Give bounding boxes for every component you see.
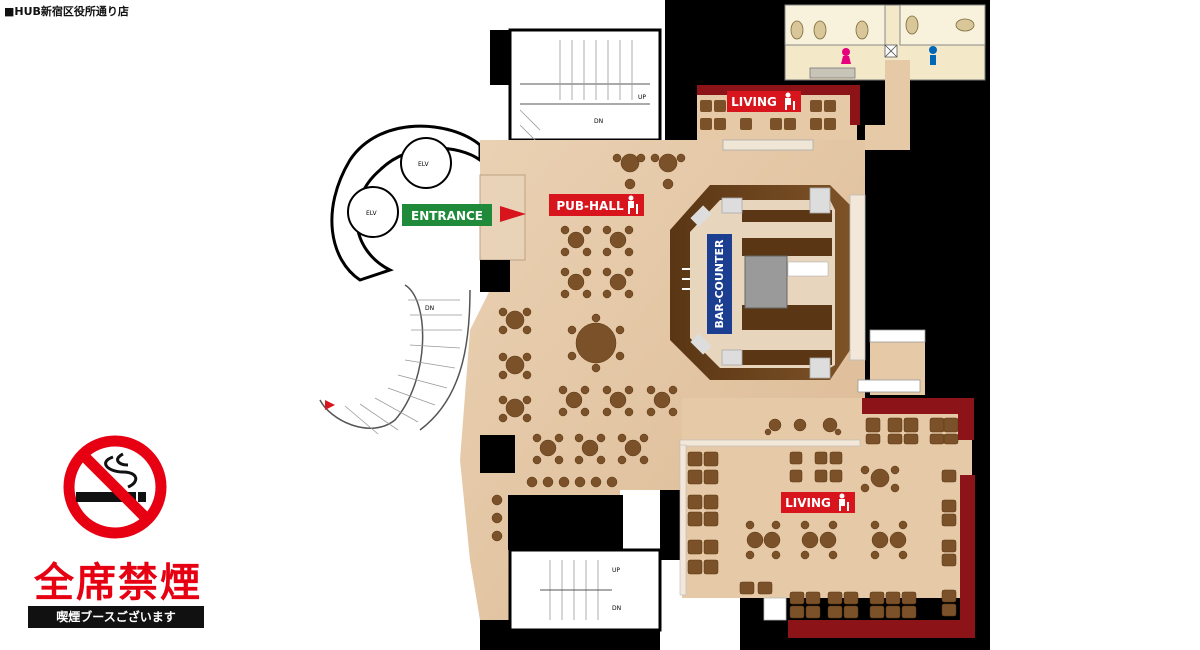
top-stairwell bbox=[508, 28, 662, 142]
pillar bbox=[480, 260, 510, 292]
living-bottom-tables bbox=[687, 417, 959, 619]
living-bottom-sign bbox=[781, 492, 855, 513]
female-restroom-icon bbox=[842, 48, 850, 56]
living-bottom-label: LIVING bbox=[785, 496, 831, 510]
bar-counter-sign bbox=[707, 234, 732, 334]
outer-stair-edge bbox=[319, 284, 424, 430]
stair-dn-label-bottom: DN bbox=[612, 605, 621, 612]
elv-label-2: ELV bbox=[366, 210, 377, 217]
elevator-2 bbox=[347, 186, 399, 238]
tables-layer bbox=[491, 153, 842, 542]
stair-up-label-top: UP bbox=[638, 94, 646, 101]
bar-counter-label: BAR-COUNTER bbox=[713, 239, 726, 329]
stair-dn-label-top: DN bbox=[594, 118, 603, 125]
male-restroom-icon bbox=[929, 46, 937, 54]
seat-icon bbox=[839, 493, 849, 511]
elevator-1 bbox=[400, 137, 452, 189]
map-title: ■HUB新宿区役所通り店 bbox=[4, 5, 129, 18]
living-top-label: LIVING bbox=[731, 95, 777, 109]
living-bottom-sofa-top bbox=[862, 398, 974, 414]
outer-stair-arrow bbox=[325, 400, 335, 410]
no-smoking-icon bbox=[63, 435, 167, 539]
pillar bbox=[480, 435, 515, 473]
seat-icon bbox=[628, 195, 638, 214]
entrance-sign bbox=[402, 204, 492, 226]
entrance-arrow-icon bbox=[500, 206, 526, 222]
pub-hall-label: PUB-HALL bbox=[556, 199, 624, 213]
stair-dn-label-outer: DN bbox=[425, 305, 434, 312]
seat-icon bbox=[785, 92, 795, 110]
living-bottom-sofa-bottom bbox=[788, 620, 975, 638]
pillar bbox=[508, 495, 623, 550]
no-smoking-notice: 全席禁煙 喫煙ブースございます bbox=[28, 432, 204, 628]
no-smoking-title: 全席禁煙 bbox=[34, 560, 202, 606]
elv-label-1: ELV bbox=[418, 161, 429, 168]
entrance-label: ENTRANCE bbox=[411, 209, 483, 223]
living-bottom-sofa-right bbox=[960, 475, 975, 620]
pub-hall-sign bbox=[549, 194, 644, 216]
restroom-corridor bbox=[865, 60, 910, 150]
living-top-sign bbox=[727, 91, 801, 112]
smoking-booth-note: 喫煙ブースございます bbox=[28, 606, 204, 628]
stair-up-label-bottom: UP bbox=[612, 567, 620, 574]
